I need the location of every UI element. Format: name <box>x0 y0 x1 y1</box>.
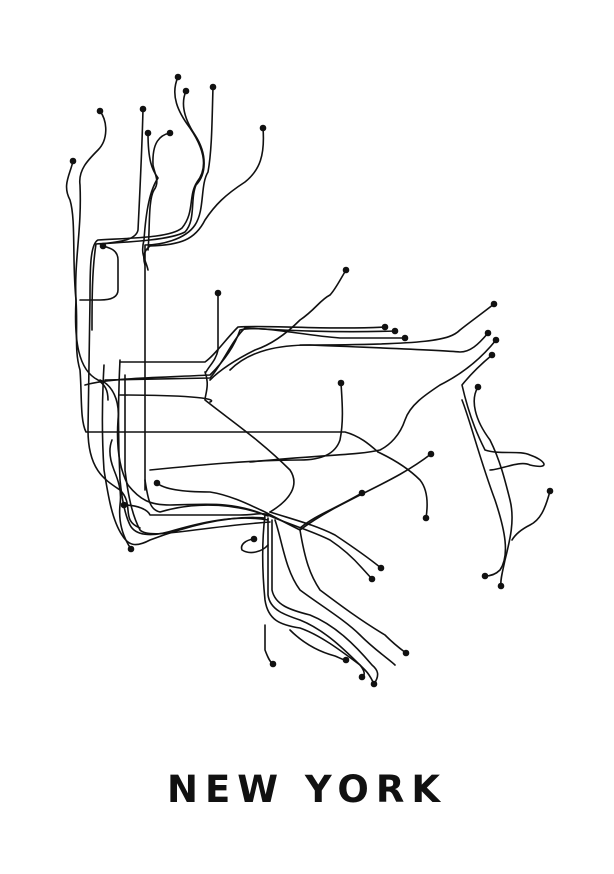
terminal-dot <box>474 383 482 391</box>
subway-line <box>104 327 396 381</box>
subway-line <box>141 132 159 271</box>
subway-line <box>119 394 213 403</box>
terminal-dot <box>144 129 152 137</box>
subway-line <box>377 451 428 519</box>
terminal-dot <box>69 157 77 165</box>
terminal-dot <box>214 289 222 297</box>
terminal-dot <box>250 535 258 543</box>
terminal-dot <box>401 334 409 342</box>
terminal-dot <box>427 450 435 458</box>
subway-line <box>117 359 269 536</box>
subway-line <box>299 529 407 654</box>
terminal-dot <box>377 564 385 572</box>
subway-line <box>123 504 269 516</box>
subway-line <box>473 386 513 587</box>
subway-line <box>240 538 269 554</box>
terminal-dot <box>490 300 498 308</box>
subway-line <box>79 245 119 301</box>
subway-line <box>143 127 265 266</box>
subway-line <box>274 519 396 666</box>
terminal-dot <box>99 242 107 250</box>
terminal-dot <box>497 582 505 590</box>
subway-line <box>229 332 489 371</box>
terminal-dot <box>120 501 128 509</box>
subway-line <box>204 371 295 513</box>
terminal-dot <box>166 129 174 137</box>
terminal-dot <box>127 545 135 553</box>
subway-line <box>299 492 363 529</box>
terminal-dot <box>153 479 161 487</box>
subway-line <box>261 514 365 678</box>
terminal-dot <box>381 323 389 331</box>
terminal-dot <box>337 379 345 387</box>
subway-line <box>267 514 373 580</box>
terminal-dot <box>546 487 554 495</box>
subway-line <box>149 382 344 471</box>
subway-line <box>249 339 497 463</box>
subway-line <box>144 86 214 491</box>
terminal-dot <box>269 660 277 668</box>
subway-line <box>299 453 432 531</box>
subway-line <box>99 108 144 245</box>
subway-line <box>147 132 171 251</box>
terminal-dot <box>488 351 496 359</box>
subway-line <box>264 624 274 665</box>
subway-line <box>511 490 551 541</box>
subway-line <box>209 269 347 381</box>
terminal-dot <box>259 124 267 132</box>
subway-line <box>267 517 375 685</box>
terminal-dot <box>370 680 378 688</box>
subway-line <box>84 327 406 386</box>
subway-line <box>461 399 507 577</box>
subway-line <box>205 292 219 373</box>
subway-line <box>119 325 386 363</box>
terminal-dot <box>139 105 147 113</box>
terminal-dot <box>342 266 350 274</box>
subway-line <box>65 160 379 453</box>
subway-line <box>269 511 382 569</box>
terminal-dot <box>182 87 190 95</box>
terminal-dot <box>492 336 500 344</box>
subway-line <box>87 76 205 529</box>
terminal-dot <box>391 327 399 335</box>
subway-line <box>109 439 132 550</box>
subway-line <box>74 110 109 401</box>
subway-lines <box>65 76 551 685</box>
terminal-dot <box>96 107 104 115</box>
terminal-dot <box>358 673 366 681</box>
subway-line <box>461 354 545 471</box>
terminal-dot <box>174 73 182 81</box>
terminal-dot <box>209 83 217 91</box>
terminal-dot <box>422 514 430 522</box>
subway-line <box>271 519 379 685</box>
line-terminals <box>69 73 554 688</box>
terminal-dot <box>484 329 492 337</box>
poster-title: NEW YORK <box>166 768 448 811</box>
terminal-dot <box>368 575 376 583</box>
terminal-dot <box>481 572 489 580</box>
subway-line <box>124 374 271 535</box>
terminal-dot <box>358 489 366 497</box>
terminal-dot <box>402 649 410 657</box>
subway-line <box>91 90 205 331</box>
subway-line <box>101 364 266 546</box>
terminal-dot <box>342 656 350 664</box>
subway-line <box>144 479 269 517</box>
subway-line <box>299 303 495 346</box>
